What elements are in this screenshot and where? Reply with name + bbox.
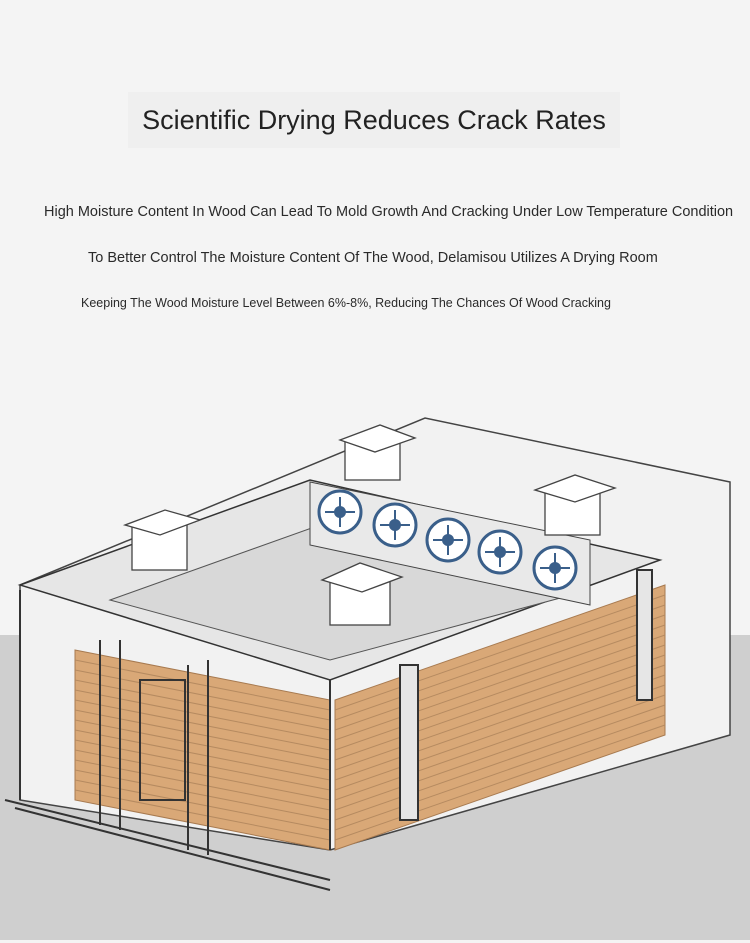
fan-icon bbox=[372, 502, 418, 548]
plank-line bbox=[334, 724, 666, 841]
plank-line bbox=[74, 789, 331, 841]
fans bbox=[317, 489, 578, 591]
plank-line bbox=[74, 729, 331, 781]
plank-line bbox=[334, 704, 666, 821]
plank-line bbox=[334, 614, 666, 731]
plank-line bbox=[334, 624, 666, 741]
plank-line bbox=[334, 684, 666, 801]
plank-line bbox=[74, 719, 331, 771]
plank-line bbox=[74, 749, 331, 801]
plank-line bbox=[74, 759, 331, 811]
plank-line bbox=[334, 714, 666, 831]
plank-line bbox=[74, 779, 331, 831]
door-frame bbox=[4, 569, 653, 891]
plank-line bbox=[334, 604, 666, 721]
plank-line bbox=[74, 689, 331, 741]
description-line-1: High Moisture Content In Wood Can Lead T… bbox=[44, 204, 734, 220]
plank-line bbox=[74, 659, 331, 711]
page-title: Scientific Drying Reduces Crack Rates bbox=[128, 92, 620, 148]
plank-line bbox=[74, 739, 331, 791]
plank-line bbox=[334, 654, 666, 771]
fan-icon bbox=[477, 529, 523, 575]
fan-icon bbox=[532, 545, 578, 591]
plank-line bbox=[334, 634, 666, 751]
plank-line bbox=[334, 674, 666, 791]
plank-line bbox=[74, 679, 331, 731]
plank-line bbox=[74, 709, 331, 761]
plank-line bbox=[334, 644, 666, 761]
fan-icon bbox=[425, 517, 471, 563]
plank-line bbox=[74, 669, 331, 721]
roof-vents bbox=[122, 424, 618, 626]
description-line-3: Keeping The Wood Moisture Level Between … bbox=[81, 296, 611, 310]
fan-icon bbox=[317, 489, 363, 535]
plank-line bbox=[334, 694, 666, 811]
plank-line bbox=[74, 769, 331, 821]
plank-line bbox=[334, 664, 666, 781]
drying-room-illustration bbox=[0, 417, 750, 940]
plank-line bbox=[74, 699, 331, 751]
description-line-2: To Better Control The Moisture Content O… bbox=[88, 250, 658, 266]
plank-line bbox=[334, 594, 666, 711]
